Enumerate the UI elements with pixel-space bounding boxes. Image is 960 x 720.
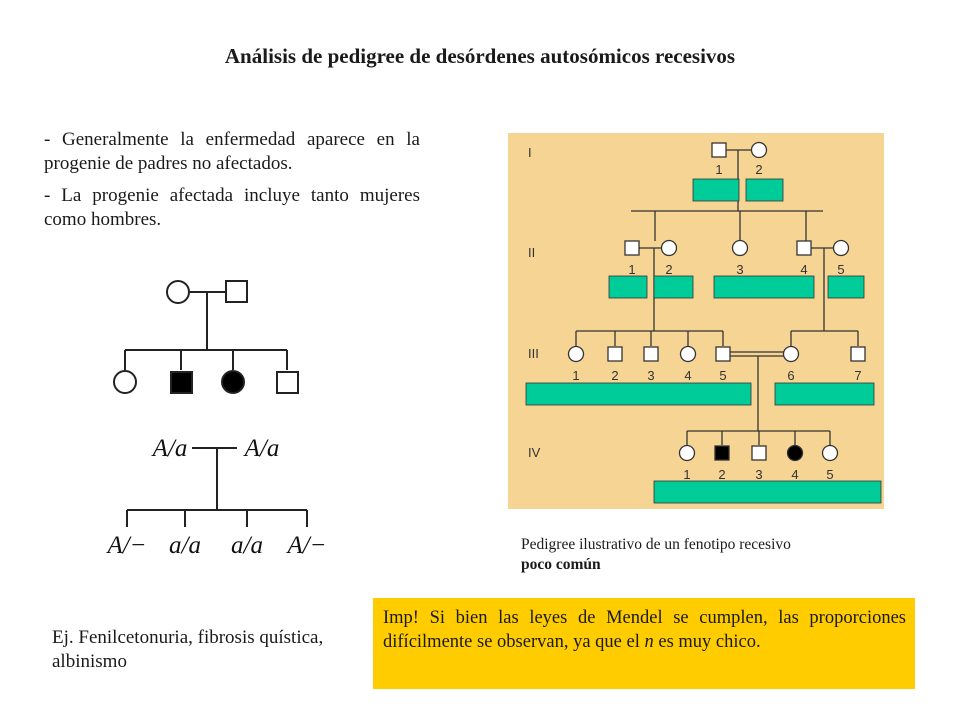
female-unaffected [660,239,678,257]
individual-number: 2 [755,162,762,177]
genotype-offspring: A/− [285,532,326,559]
genotype-parent-2: A/a [243,435,280,462]
individual-number: 5 [837,262,844,277]
note-box: Imp! Si bien las leyes de Mendel se cump… [373,598,915,689]
individual-number: 2 [611,368,618,383]
note-n: n [644,632,654,652]
label-box [525,382,752,406]
female-unaffected [750,141,768,159]
caption-line: Pedigree ilustrativo de un fenotipo rece… [521,536,791,553]
genotype-offspring: a/a [169,532,201,559]
male-unaffected [711,142,727,158]
individual-number: 6 [787,368,794,383]
individual-number: 4 [684,368,691,383]
label-box [827,275,865,299]
label-box [692,178,740,202]
male-unaffected [607,346,623,362]
individual-number: 3 [647,368,654,383]
female-unaffected [679,345,697,363]
individual-number: 1 [715,162,722,177]
pedigree-caption: Pedigree ilustrativo de un fenotipo rece… [521,535,901,575]
female-unaffected [731,239,749,257]
bullet-item: - La progenie afectada incluye tanto muj… [44,185,420,230]
label-box [653,275,694,299]
individual-number: 2 [718,467,725,482]
generation-label: IV [528,445,541,460]
genotype-offspring: a/a [231,532,263,559]
female-unaffected [567,345,585,363]
individual-number: 1 [683,467,690,482]
father-symbol [225,280,248,303]
female-unaffected [821,444,839,462]
individual-number: 2 [665,262,672,277]
female-unaffected [832,239,850,257]
label-box [745,178,784,202]
note-text-end: es muy chico. [653,632,761,652]
male-unaffected [850,346,866,362]
page-title: Análisis de pedigree de desórdenes autos… [224,44,736,68]
male-affected [714,445,730,461]
individual-number: 1 [628,262,635,277]
note-text: Imp! Si bien las leyes de Mendel se cump… [383,608,906,652]
bullet-item: - Generalmente la enfermedad aparece en … [44,129,420,174]
female-unaffected [678,444,696,462]
child-unaffected-female [113,370,137,394]
male-unaffected [624,240,640,256]
female-unaffected [782,345,800,363]
individual-number: 1 [572,368,579,383]
child-affected-male [170,371,193,394]
individual-number: 5 [719,368,726,383]
generation-label: III [528,346,539,361]
generation-label: II [528,245,535,260]
child-affected-female [221,370,245,394]
caption-line-bold: poco común [521,556,601,573]
individual-number: 3 [755,467,762,482]
example-text: Ej. Fenilcetonuria, fibrosis quística, a… [52,627,324,672]
individual-number: 5 [826,467,833,482]
genotype-parent-1: A/a [151,435,188,462]
label-box [653,480,882,504]
male-unaffected [643,346,659,362]
mother-symbol [166,280,190,304]
male-unaffected [796,240,812,256]
individual-number: 3 [736,262,743,277]
female-affected [786,444,804,462]
individual-number: 4 [800,262,807,277]
label-box [774,382,875,406]
bullet-list: - Generalmente la enfermedad aparece en … [44,128,420,240]
generation-label: I [528,145,532,160]
male-unaffected [751,445,767,461]
label-box [608,275,648,299]
simple-pedigree: A/a A/a A/− a/a a/a A/− [105,280,327,559]
pedigree-figure: I II III IV [508,133,884,509]
individual-number: 4 [791,467,798,482]
genotype-offspring: A/− [105,532,146,559]
male-unaffected [715,346,731,362]
child-unaffected-male [276,371,299,394]
individual-number: 7 [854,368,861,383]
label-box [713,275,815,299]
